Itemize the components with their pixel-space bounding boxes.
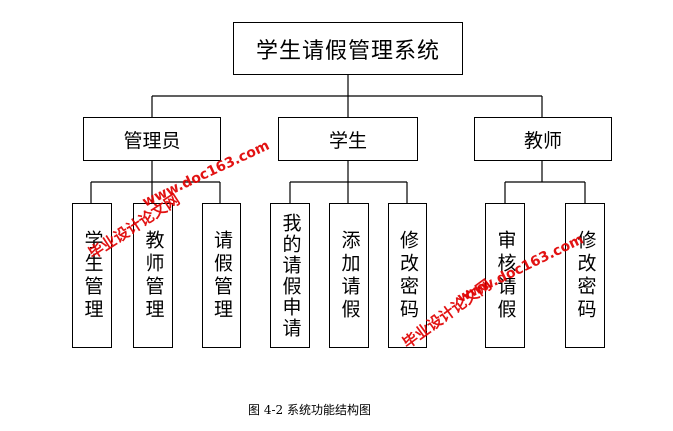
- module-node-student: 学生: [278, 117, 418, 161]
- leaf-label: 添加请假: [338, 229, 361, 322]
- leaf-node-add-leave: 添加请假: [329, 203, 369, 348]
- module-node-admin: 管理员: [83, 117, 221, 161]
- leaf-label: 教师管理: [142, 229, 165, 322]
- leaf-label: 学生管理: [81, 229, 104, 322]
- leaf-node-leave-manage: 请假管理: [202, 203, 241, 348]
- leaf-node-student-change-password: 修改密码: [388, 203, 427, 348]
- leaf-node-review-leave: 审核请假: [485, 203, 525, 348]
- leaf-label: 我的请假申请: [279, 212, 302, 339]
- leaf-node-student-manage: 学生管理: [72, 203, 112, 348]
- figure-caption: 图 4-2 系统功能结构图: [248, 403, 371, 417]
- leaf-node-teacher-manage: 教师管理: [133, 203, 173, 348]
- leaf-label: 修改密码: [397, 229, 419, 322]
- module-label-teacher: 教师: [523, 129, 562, 152]
- leaf-node-teacher-change-password: 修改密码: [565, 203, 605, 348]
- leaf-label: 修改密码: [574, 229, 597, 322]
- root-node: 学生请假管理系统: [233, 22, 463, 75]
- leaf-node-my-leave-request: 我的请假申请: [270, 203, 310, 348]
- module-node-teacher: 教师: [474, 117, 612, 161]
- leaf-label: 审核请假: [494, 229, 517, 322]
- root-label: 学生请假管理系统: [255, 38, 440, 64]
- leaf-label: 请假管理: [211, 229, 233, 322]
- module-label-admin: 管理员: [123, 129, 181, 152]
- module-label-student: 学生: [328, 129, 367, 152]
